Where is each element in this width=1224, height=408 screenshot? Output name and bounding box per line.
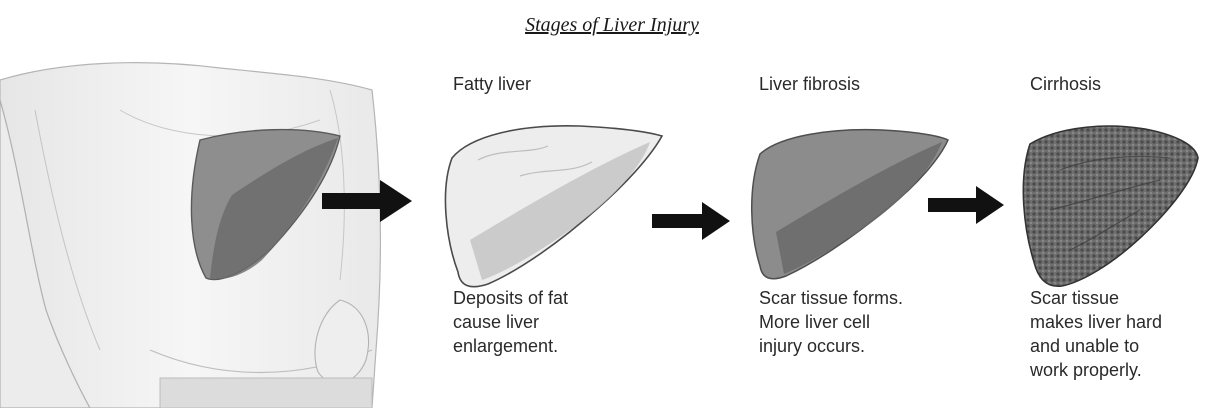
stage-description-fatty-liver: Deposits of fat cause liver enlargement. [453, 286, 568, 358]
diagram-title: Stages of Liver Injury [0, 14, 1224, 37]
fibrosis-liver-image [752, 130, 948, 279]
arrow-right-icon [652, 202, 730, 240]
stage-title-cirrhosis: Cirrhosis [1030, 74, 1101, 95]
cirrhosis-liver-image [1023, 126, 1198, 286]
stage-description-liver-fibrosis: Scar tissue forms. More liver cell injur… [759, 286, 903, 358]
stage-description-cirrhosis: Scar tissue makes liver hard and unable … [1030, 286, 1162, 382]
stage-title-liver-fibrosis: Liver fibrosis [759, 74, 860, 95]
arrow-right-icon [928, 186, 1004, 224]
liver-stages-figure: Fatty liver Deposits of fat cause liver … [0, 50, 1224, 408]
fatty-liver-image [445, 126, 662, 287]
human-torso [0, 63, 380, 408]
stage-title-fatty-liver: Fatty liver [453, 74, 531, 95]
